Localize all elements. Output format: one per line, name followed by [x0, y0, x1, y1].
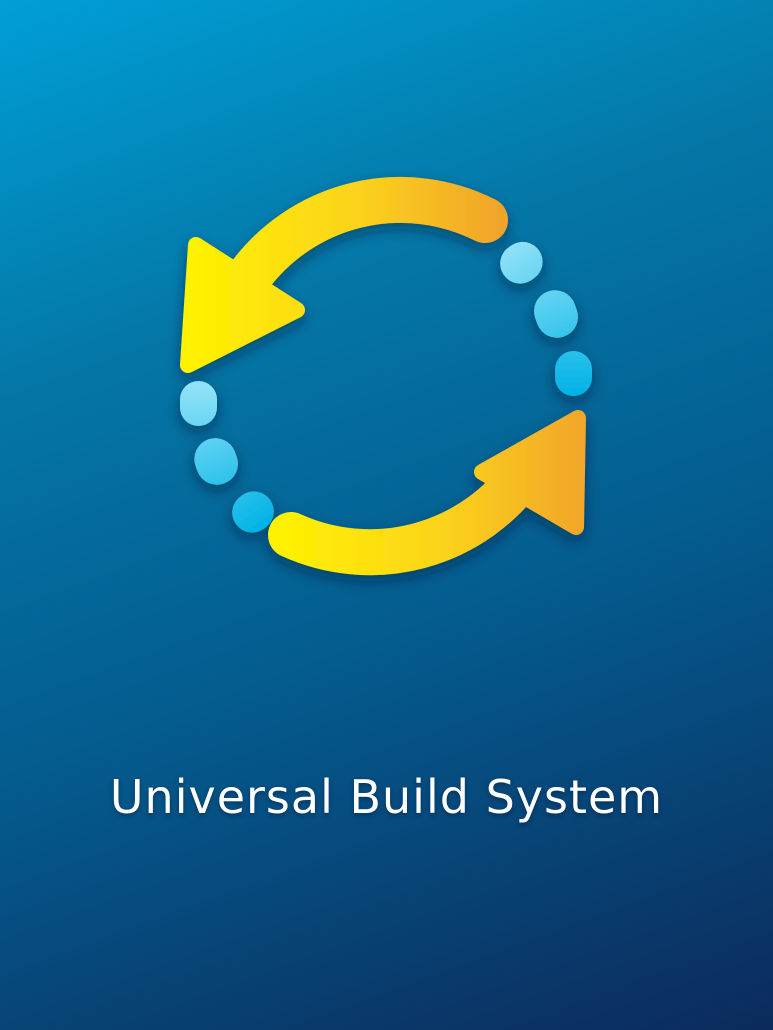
- app-title: Universal Build System: [109, 770, 664, 824]
- top-arrow: [180, 176, 508, 373]
- right-dots: [500, 241, 592, 396]
- left-dots: [180, 381, 274, 533]
- bottom-arrow: [268, 410, 586, 576]
- refresh-cycle-icon: [180, 176, 592, 576]
